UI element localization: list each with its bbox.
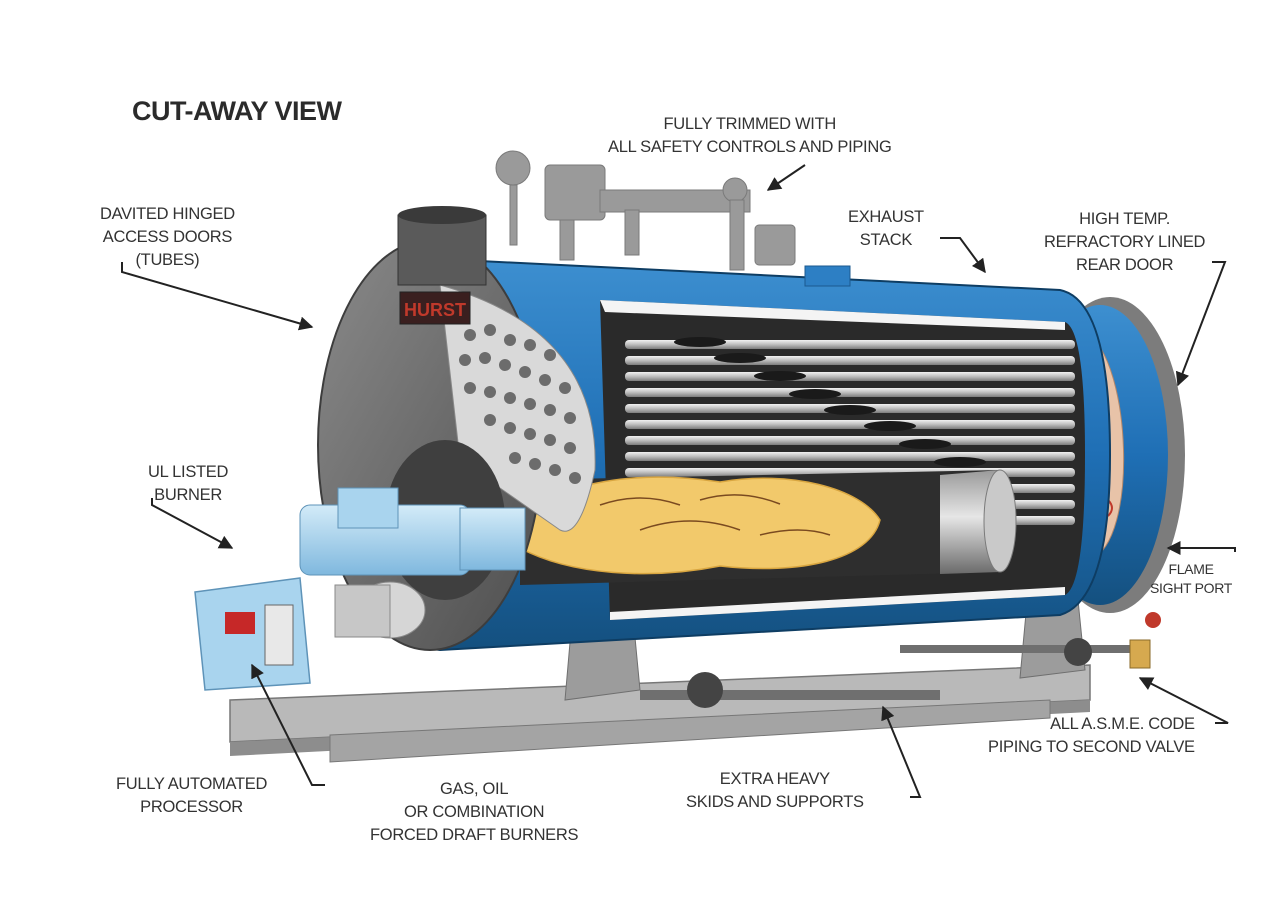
safety-controls-piping: [495, 150, 851, 287]
label-ul-burner: UL LISTED BURNER: [148, 461, 228, 507]
label-line: FORCED DRAFT BURNERS: [370, 826, 579, 844]
label-asme-piping: ALL A.S.M.E. CODE PIPING TO SECOND VALVE: [988, 713, 1195, 759]
label-line: EXHAUST: [848, 208, 924, 226]
label-skids-supports: EXTRA HEAVY SKIDS AND SUPPORTS: [686, 768, 864, 814]
burner-assembly: [299, 440, 526, 639]
label-line: OR COMBINATION: [403, 803, 545, 821]
label-line: GAS, OIL: [440, 780, 509, 798]
label-line: HIGH TEMP.: [1079, 210, 1170, 228]
label-davited-doors: DAVITED HINGED ACCESS DOORS (TUBES): [100, 203, 235, 272]
label-forced-draft-burners: GAS, OIL OR COMBINATION FORCED DRAFT BUR…: [370, 778, 579, 847]
label-line: FULLY TRIMMED WITH: [663, 115, 837, 133]
label-automated-processor: FULLY AUTOMATED PROCESSOR: [116, 773, 267, 819]
label-line: REFRACTORY LINED: [1044, 233, 1206, 251]
burner-flame: [519, 476, 881, 575]
label-line: REAR DOOR: [1075, 256, 1174, 274]
control-processor: [194, 577, 311, 691]
label-line: ALL A.S.M.E. CODE: [1050, 715, 1195, 733]
label-line: SKIDS AND SUPPORTS: [686, 793, 864, 811]
label-line: FULLY AUTOMATED: [116, 775, 268, 793]
label-flame-sight-port: FLAME SIGHT PORT: [1150, 560, 1232, 598]
label-line: PROCESSOR: [140, 798, 243, 816]
exhaust-stack: [397, 206, 487, 286]
label-line: STACK: [859, 231, 913, 249]
label-line: DAVITED HINGED: [100, 205, 235, 223]
label-rear-door: HIGH TEMP. REFRACTORY LINED REAR DOOR: [1044, 208, 1205, 277]
label-line: UL LISTED: [148, 463, 229, 481]
label-line: BURNER: [154, 486, 222, 504]
label-fully-trimmed: FULLY TRIMMED WITH ALL SAFETY CONTROLS A…: [608, 113, 892, 159]
label-line: (TUBES): [135, 251, 200, 269]
label-line: SIGHT PORT: [1150, 580, 1233, 596]
label-line: ACCESS DOORS: [102, 228, 233, 246]
diagram-title: CUT-AWAY VIEW: [132, 96, 342, 126]
brand-badge: HURST: [404, 300, 466, 320]
label-line: FLAME: [1168, 561, 1214, 577]
asme-valve: [640, 612, 1161, 708]
label-exhaust-stack: EXHAUST STACK: [848, 206, 924, 252]
leader-arrows: [121, 164, 1236, 798]
label-line: PIPING TO SECOND VALVE: [988, 738, 1195, 756]
label-line: ALL SAFETY CONTROLS AND PIPING: [608, 138, 892, 156]
label-line: EXTRA HEAVY: [719, 770, 830, 788]
